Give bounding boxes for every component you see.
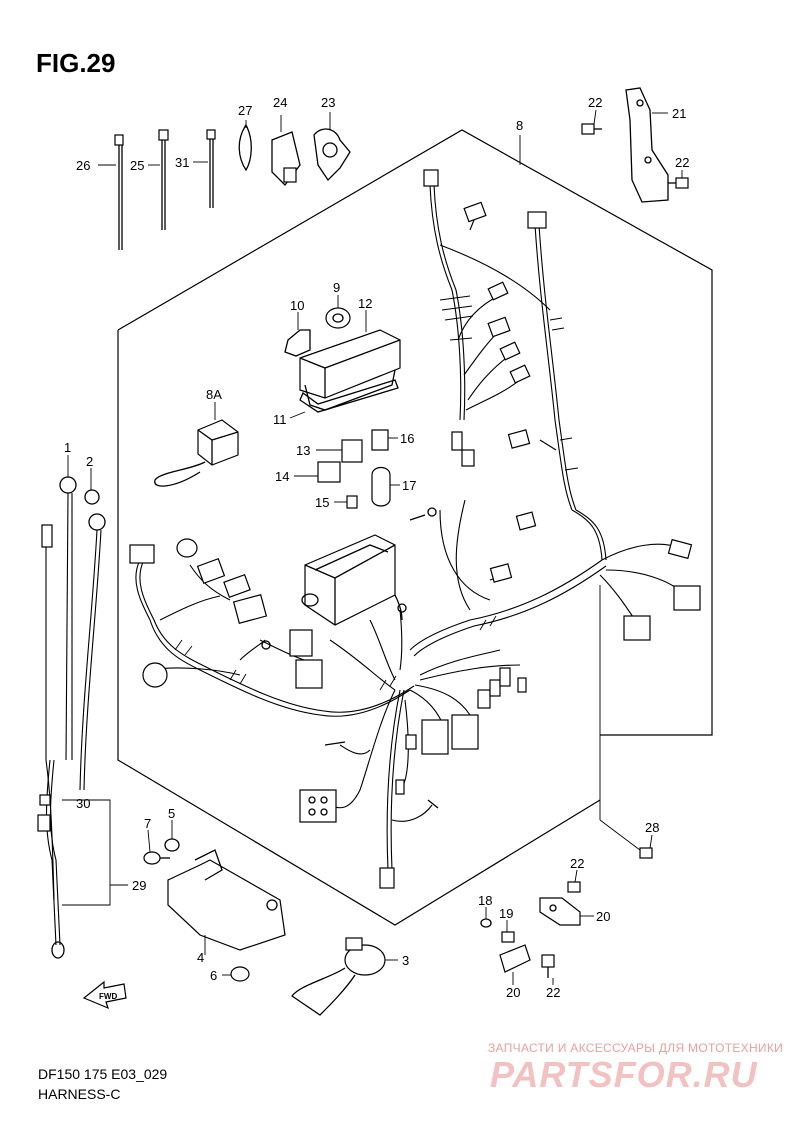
callout-29: 29: [132, 878, 146, 893]
callout-4: 4: [197, 950, 204, 965]
callout-25: 25: [130, 158, 144, 173]
callout-14: 14: [275, 469, 289, 484]
clamp-24[interactable]: [271, 115, 301, 186]
callout-12: 12: [358, 296, 372, 311]
bolt-22-lower-1[interactable]: [567, 869, 581, 893]
grommet-9[interactable]: [325, 295, 351, 329]
callout-6: 6: [210, 968, 217, 983]
cover-11[interactable]: [289, 379, 399, 419]
callout-10: 10: [290, 298, 304, 313]
relay-16[interactable]: [371, 429, 398, 451]
fuse-15[interactable]: [334, 495, 358, 509]
callout-20-lower: 20: [506, 985, 520, 1000]
bracket-20-upper[interactable]: [539, 897, 594, 926]
callout-22-lower-2: 22: [546, 985, 560, 1000]
cable-tie-31[interactable]: [193, 129, 216, 208]
callout-8a: 8A: [206, 387, 222, 402]
callout-20-upper: 20: [596, 909, 610, 924]
figure-code: DF150 175 E03_029: [38, 1066, 168, 1082]
callout-19: 19: [499, 906, 513, 921]
bolt-28[interactable]: [639, 834, 653, 859]
figure-title: FIG.29: [36, 48, 116, 78]
cable-tie-26[interactable]: [98, 134, 124, 250]
nut-19[interactable]: [501, 920, 515, 943]
grommet-6[interactable]: [222, 966, 250, 982]
buzzer-3[interactable]: [291, 937, 398, 1016]
cable-1[interactable]: [59, 455, 77, 761]
wire-harness-8[interactable]: [129, 169, 701, 889]
clip-27[interactable]: [238, 120, 252, 172]
callout-31: 31: [175, 155, 189, 170]
bracket-21[interactable]: [625, 87, 669, 203]
callout-9: 9: [333, 280, 340, 295]
callout-5: 5: [168, 806, 175, 821]
figure-subtitle: HARNESS-C: [38, 1086, 121, 1102]
clip-10[interactable]: [284, 312, 311, 357]
bolt-22-bracket[interactable]: [668, 170, 689, 189]
callout-1: 1: [64, 440, 71, 455]
callout-2: 2: [86, 454, 93, 469]
callout-30: 30: [76, 796, 90, 811]
cable-tie-25[interactable]: [148, 129, 169, 230]
callout-22-top: 22: [588, 95, 602, 110]
callout-24: 24: [273, 95, 287, 110]
callout-22-lower-1: 22: [570, 856, 584, 871]
callout-28: 28: [645, 820, 659, 835]
callout-23: 23: [321, 95, 335, 110]
washer-5[interactable]: [164, 820, 180, 852]
callout-11: 11: [273, 412, 287, 427]
cable-29[interactable]: [37, 759, 128, 959]
callout-13: 13: [296, 443, 310, 458]
callout-3: 3: [402, 953, 409, 968]
clamp-23[interactable]: [313, 112, 351, 182]
callout-22-bracket: 22: [675, 155, 689, 170]
cable-lugs[interactable]: [41, 513, 106, 901]
callout-27: 27: [238, 103, 252, 118]
callout-15: 15: [315, 495, 329, 510]
callout-26: 26: [76, 158, 90, 173]
svg-text:FWD: FWD: [99, 992, 117, 1001]
bracket-20-lower[interactable]: [499, 944, 531, 985]
watermark-logo: PARTSFOR.RU: [490, 1054, 758, 1095]
callout-labels: 1 2 3 4 5 6 7 8 8A 9 10 11 12 13 14 15 1…: [64, 95, 689, 1000]
fwd-arrow-icon: FWD: [82, 980, 127, 1010]
callout-18: 18: [478, 893, 492, 908]
bolt-7[interactable]: [143, 829, 170, 865]
bolt-22-lower-2[interactable]: [541, 954, 555, 985]
relay-8a[interactable]: [154, 402, 239, 487]
relay-13[interactable]: [316, 439, 363, 463]
watermark-tagline: ЗАПЧАСТИ И АКСЕССУАРЫ ДЛЯ МОТОТЕХНИКИ: [488, 1041, 784, 1055]
bolt-22-top[interactable]: [581, 109, 602, 135]
washer-2[interactable]: [84, 468, 100, 505]
relay-14[interactable]: [294, 461, 341, 483]
callout-8: 8: [516, 118, 523, 133]
callout-17: 17: [402, 478, 416, 493]
fuse-box-12[interactable]: [299, 310, 401, 411]
assembly-frame: [117, 129, 713, 926]
cover-4[interactable]: [167, 849, 286, 955]
cap-17[interactable]: [371, 466, 400, 507]
callout-21: 21: [672, 106, 686, 121]
callout-7: 7: [144, 816, 151, 831]
callout-16: 16: [400, 431, 414, 446]
nut-18[interactable]: [480, 907, 492, 928]
